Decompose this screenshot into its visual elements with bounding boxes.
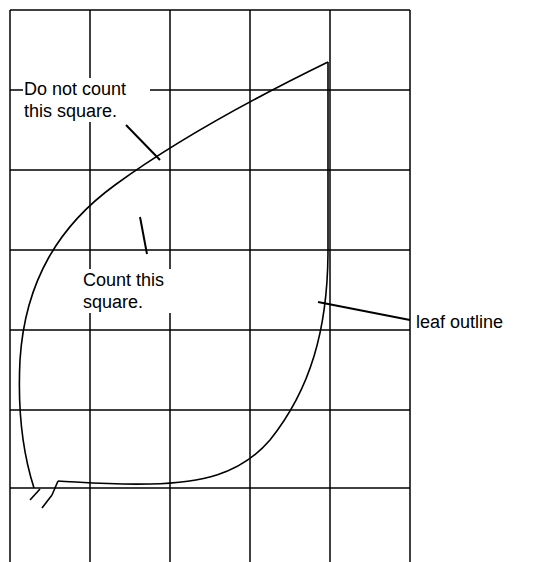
callout-note: Count this square. <box>82 269 184 313</box>
leaf-outline <box>19 62 328 508</box>
grid <box>10 10 410 562</box>
part-label: leaf outline <box>415 311 504 333</box>
callout-note: Do not count this square. <box>23 78 150 122</box>
